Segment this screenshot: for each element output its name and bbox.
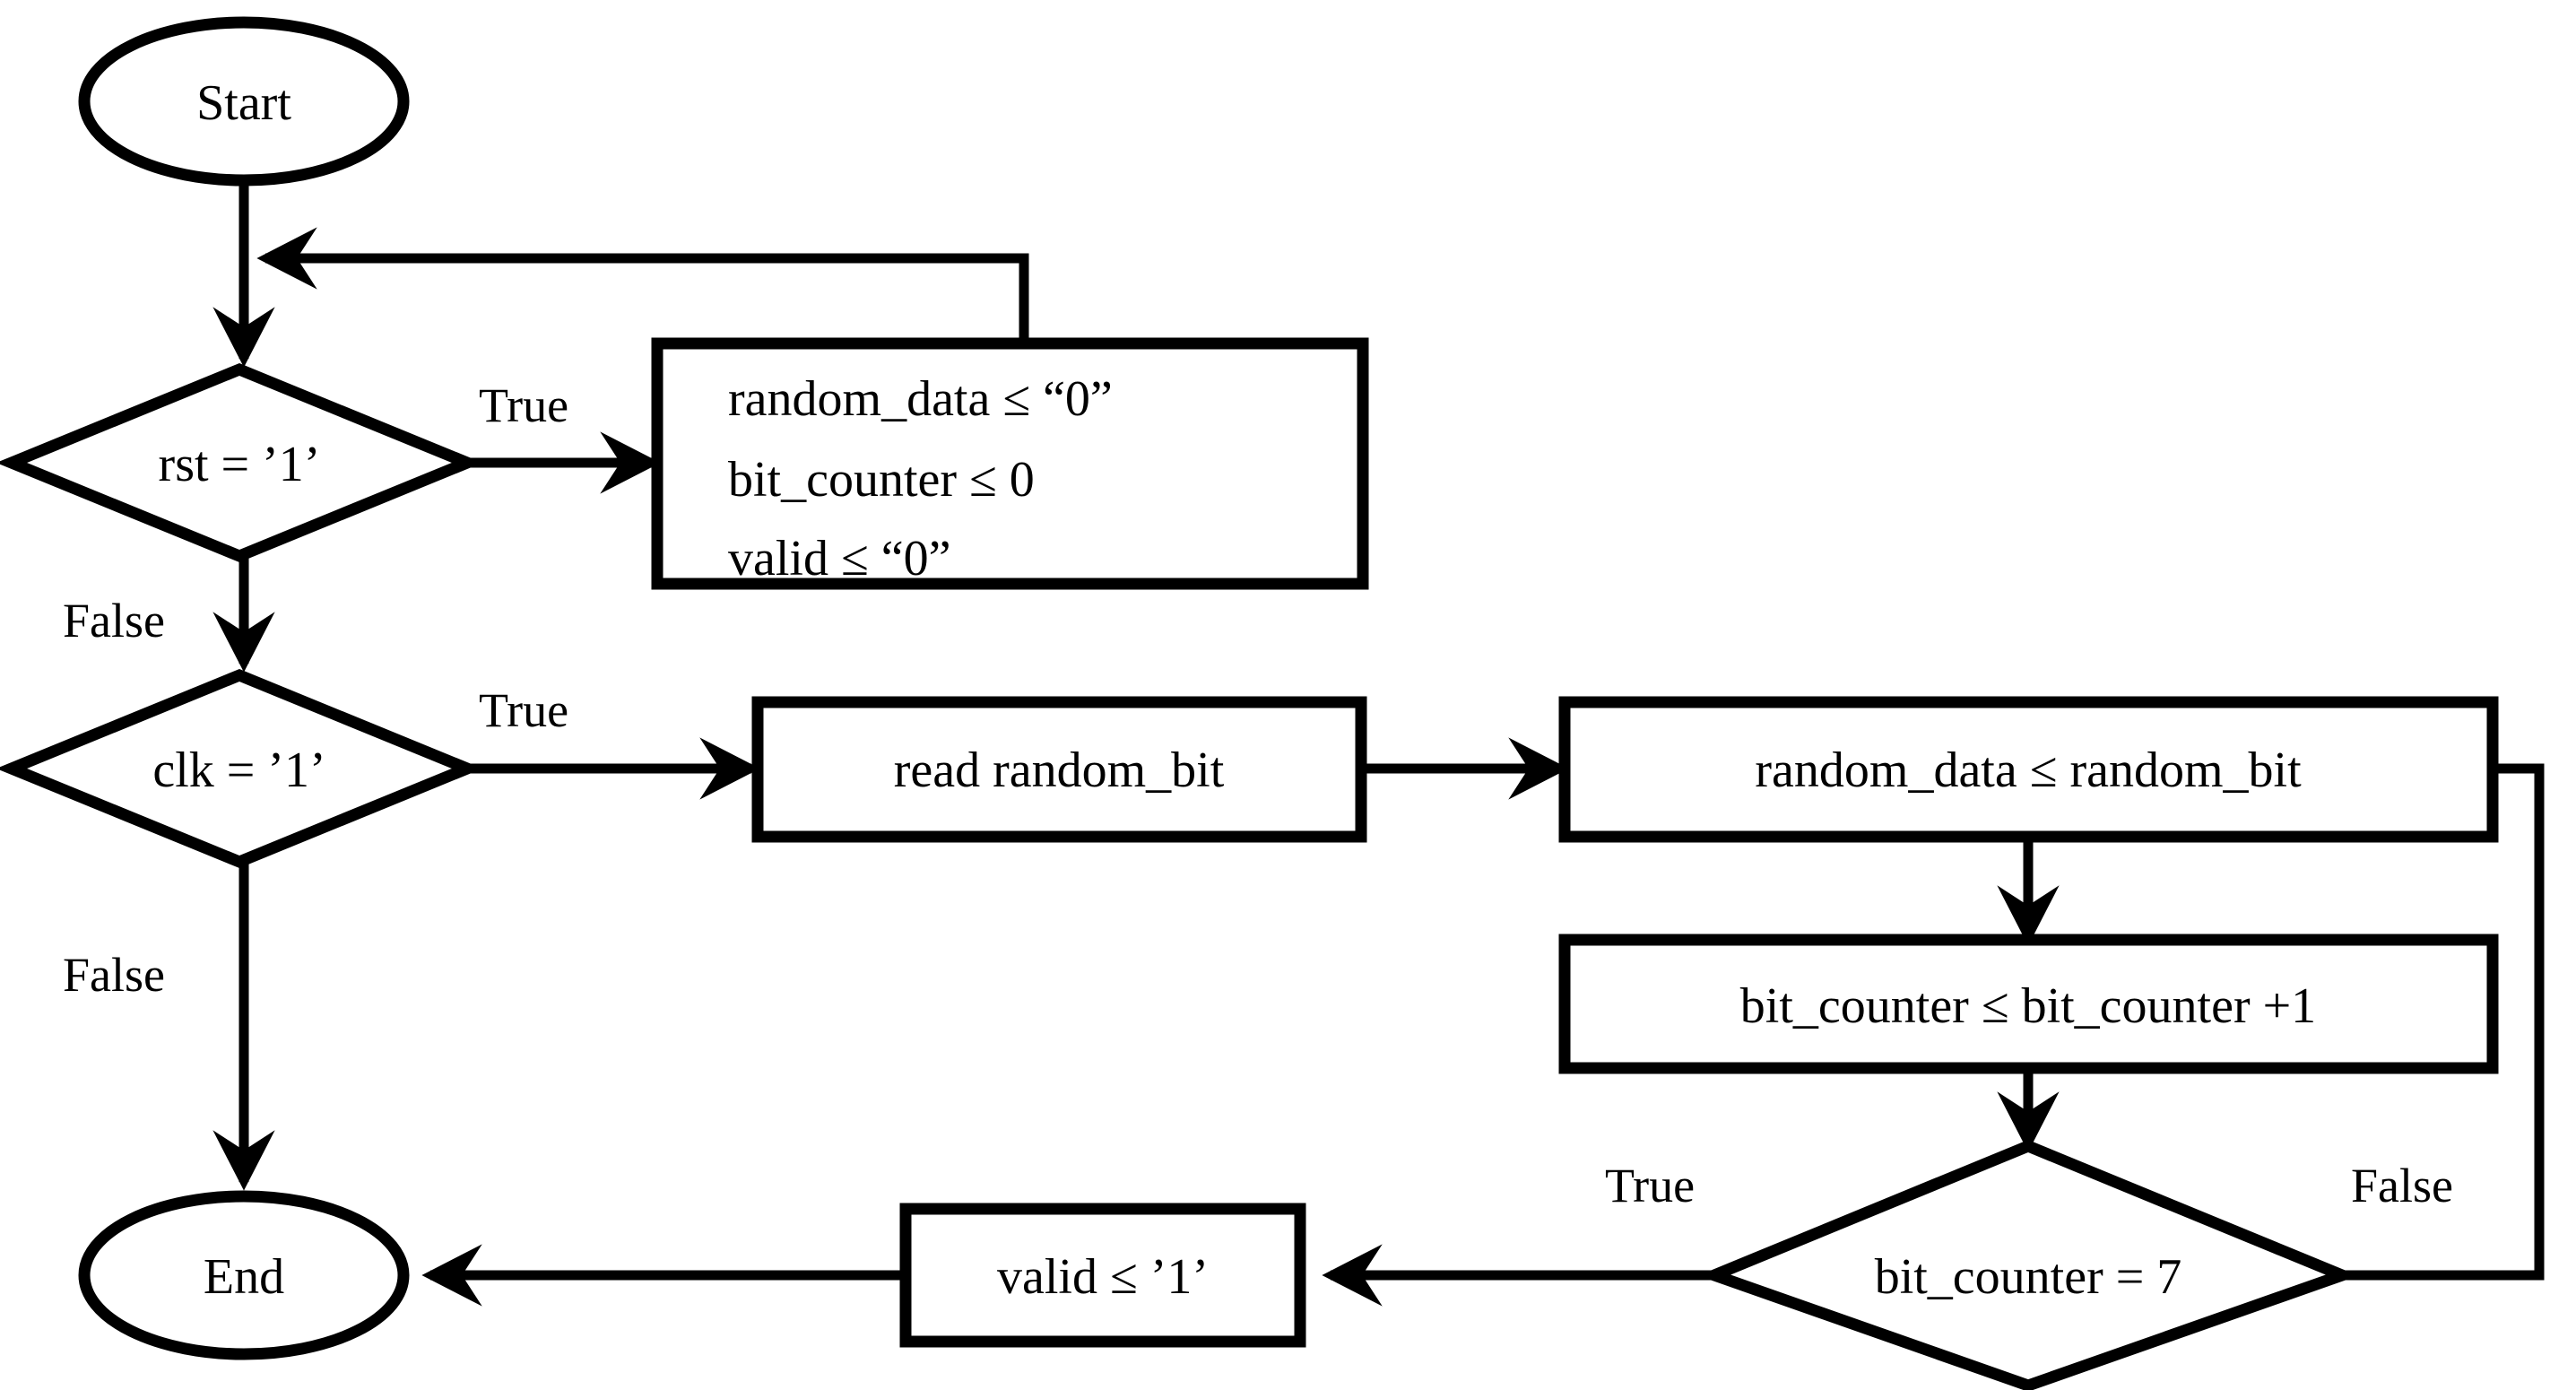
node-set-valid-box[interactable] <box>899 1203 1306 1348</box>
node-check-count-decision[interactable] <box>1697 1139 2359 1390</box>
node-rst-decision[interactable] <box>0 362 483 563</box>
node-reset-box-line-3: valid ≤ “0” <box>728 531 950 586</box>
node-read-bit-box[interactable] <box>751 696 1367 843</box>
node-clk-decision[interactable] <box>0 668 483 869</box>
node-reset-box-line-1: random_data ≤ “0” <box>728 371 1113 427</box>
node-end[interactable] <box>78 1190 410 1360</box>
node-reset-box-line-2: bit_counter ≤ 0 <box>728 452 1035 508</box>
node-reset-box[interactable] <box>651 337 1369 590</box>
edge-label-count-true: True <box>1605 1159 1695 1212</box>
node-read-bit-label: read random_bit <box>894 743 1225 798</box>
edge-resetbox-to-rst-loop <box>256 227 1029 343</box>
node-rst-label: rst = ’1’ <box>159 437 321 492</box>
node-clk-label: clk = ’1’ <box>152 743 325 798</box>
node-inc-counter-label: bit_counter ≤ bit_counter +1 <box>1740 978 2316 1034</box>
edge-label-clk-false: False <box>63 948 165 1002</box>
node-start-label: Start <box>196 75 291 131</box>
edge-label-rst-false: False <box>63 594 165 647</box>
node-set-valid-label: valid ≤ ’1’ <box>997 1249 1209 1305</box>
edge-label-clk-true: True <box>479 683 568 737</box>
node-check-count-label: bit_counter = 7 <box>1875 1249 2182 1305</box>
node-inc-counter-box[interactable] <box>1558 934 2499 1074</box>
node-assign-data-box[interactable] <box>1558 696 2499 843</box>
node-assign-data-label: random_data ≤ random_bit <box>1755 743 2302 798</box>
edge-label-rst-true: True <box>479 378 568 432</box>
node-end-label: End <box>204 1249 284 1305</box>
edge-label-count-false: False <box>2351 1159 2453 1212</box>
node-start[interactable] <box>78 16 410 187</box>
